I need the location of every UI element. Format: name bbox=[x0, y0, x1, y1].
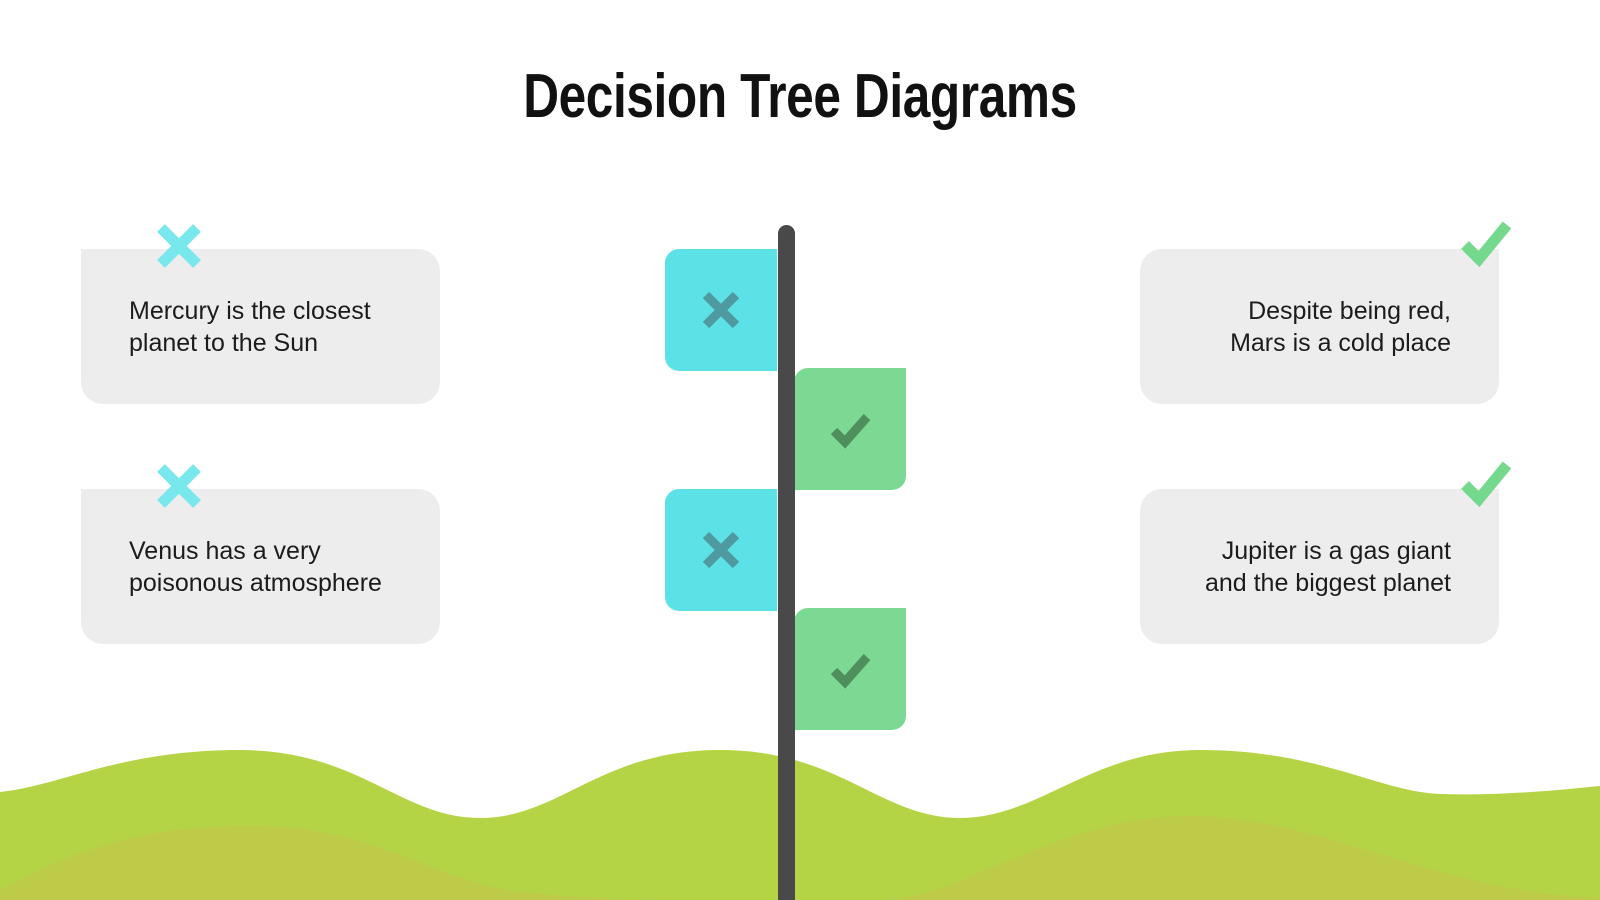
card-right-1-text: Despite being red, Mars is a cold place bbox=[1230, 296, 1451, 357]
decision-axis-pole bbox=[778, 225, 795, 900]
flag-left-1[interactable] bbox=[665, 249, 777, 371]
background-hills bbox=[0, 750, 1600, 900]
page-title: Decision Tree Diagrams bbox=[523, 62, 1077, 131]
cross-icon bbox=[698, 527, 744, 573]
card-right-1[interactable]: Despite being red, Mars is a cold place bbox=[1140, 221, 1512, 404]
cross-icon bbox=[698, 287, 744, 333]
flag-right-1[interactable] bbox=[794, 368, 906, 490]
card-left-2[interactable]: Venus has a very poisonous atmosphere bbox=[81, 464, 440, 644]
check-icon bbox=[827, 406, 873, 452]
cross-icon bbox=[152, 461, 204, 513]
check-icon bbox=[1459, 217, 1512, 269]
card-left-1[interactable]: Mercury is the closest planet to the Sun bbox=[81, 224, 440, 404]
flag-right-2[interactable] bbox=[794, 608, 906, 730]
cross-icon bbox=[152, 221, 204, 273]
card-left-1-text: Mercury is the closest planet to the Sun bbox=[129, 296, 371, 357]
flag-left-2[interactable] bbox=[665, 489, 777, 611]
card-right-2[interactable]: Jupiter is a gas giant and the biggest p… bbox=[1140, 461, 1512, 644]
card-left-2-text: Venus has a very poisonous atmosphere bbox=[129, 536, 382, 597]
card-right-2-text: Jupiter is a gas giant and the biggest p… bbox=[1204, 536, 1451, 597]
hill-layer-back-2 bbox=[880, 815, 1600, 900]
check-icon bbox=[827, 646, 873, 692]
hill-layer-back bbox=[0, 826, 700, 900]
check-icon bbox=[1459, 457, 1512, 509]
